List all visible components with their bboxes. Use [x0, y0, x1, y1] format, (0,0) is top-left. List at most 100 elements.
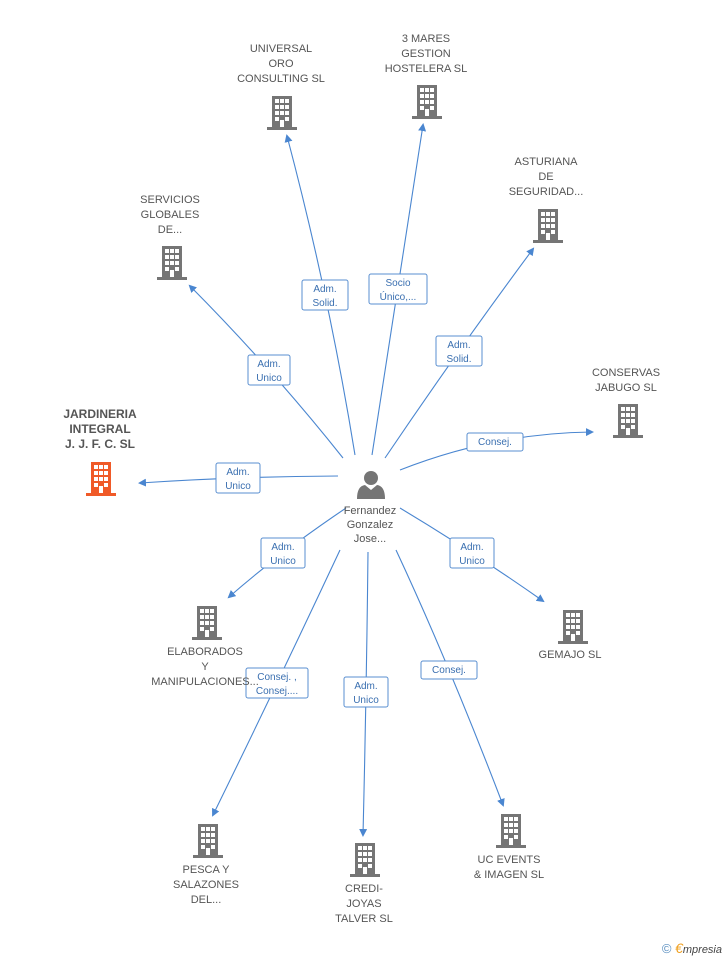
- company-label: ELABORADOS: [167, 646, 243, 658]
- company-label: CONSERVAS: [592, 367, 660, 379]
- company-label: CREDI-: [345, 883, 383, 895]
- company-node-credijoyas[interactable]: CREDI- JOYAS TALVER SL: [335, 843, 393, 925]
- company-label: Y: [201, 661, 209, 673]
- company-label: SERVICIOS: [140, 194, 200, 206]
- company-node-universal[interactable]: UNIVERSAL ORO CONSULTING SL: [237, 43, 325, 130]
- company-node-asturiana[interactable]: ASTURIANA DE SEGURIDAD...: [509, 156, 584, 243]
- edge-label-box: [466, 432, 524, 452]
- company-label: PESCA Y: [183, 864, 231, 876]
- edge-label-box: [435, 335, 483, 367]
- edge-label-text: Único,...: [380, 290, 417, 303]
- company-node-mares[interactable]: 3 MARES GESTION HOSTELERA SL: [385, 33, 468, 119]
- person-node[interactable]: FernandezGonzalezJose...: [344, 471, 397, 545]
- company-node-elaborados[interactable]: ELABORADOS Y MANIPULACIONES...: [151, 606, 259, 688]
- company-label: GESTION: [401, 48, 451, 60]
- company-node-gemajo[interactable]: GEMAJO SL: [539, 610, 602, 661]
- building-icon: [86, 462, 116, 496]
- building-icon: [193, 824, 223, 858]
- company-label: J. J. F. C. SL: [65, 437, 135, 451]
- empresia-logo[interactable]: €mpresia: [675, 940, 722, 956]
- edge-label-text: Adm.: [257, 359, 280, 370]
- company-label: GLOBALES: [141, 209, 200, 221]
- edge-label-text: Adm.: [226, 467, 249, 478]
- company-label: SEGURIDAD...: [509, 186, 584, 198]
- edge-label-elaborados[interactable]: Adm. Unico: [260, 537, 306, 569]
- edge-label-text: Unico: [459, 556, 485, 567]
- edge-label-text: Consej....: [256, 686, 298, 697]
- edge-label-text: Adm.: [313, 284, 336, 295]
- company-label: TALVER SL: [335, 913, 393, 925]
- company-label: ORO: [268, 58, 294, 70]
- company-label: SALAZONES: [173, 879, 239, 891]
- edge-label-box: [215, 462, 261, 494]
- building-icon: [267, 96, 297, 130]
- company-label: JARDINERIA: [63, 407, 137, 421]
- edge-label-credijoyas[interactable]: Adm. Unico: [343, 676, 389, 708]
- building-icon: [558, 610, 588, 644]
- company-node-pesca[interactable]: PESCA Y SALAZONES DEL...: [173, 824, 239, 906]
- company-label: ASTURIANA: [515, 156, 579, 168]
- edge-label-box: [247, 354, 291, 386]
- edge-label-pesca[interactable]: Consej. , Consej....: [245, 667, 309, 699]
- edge-label-servicios[interactable]: Adm. Unico: [247, 354, 291, 386]
- edge-label-text: Socio: [385, 278, 410, 289]
- edge-label-mares[interactable]: SocioÚnico,...: [368, 273, 428, 305]
- copyright-footer: © €mpresia: [662, 940, 722, 956]
- person-label: Fernandez: [344, 505, 397, 517]
- edge-label-text: Unico: [225, 481, 251, 492]
- edge-label-ucevents[interactable]: Consej.: [420, 660, 478, 680]
- edge-label-jardineria[interactable]: Adm. Unico: [215, 462, 261, 494]
- edge-label-universal[interactable]: Adm. Solid.: [301, 279, 349, 311]
- edge-label-text: Solid.: [446, 354, 471, 365]
- edge-label-text: Solid.: [312, 298, 337, 309]
- building-icon: [192, 606, 222, 640]
- company-label: 3 MARES: [402, 33, 450, 45]
- building-icon: [613, 404, 643, 438]
- edge-label-text: Unico: [270, 556, 296, 567]
- company-node-ucevents[interactable]: UC EVENTS & IMAGEN SL: [474, 814, 544, 881]
- person-icon: [357, 471, 385, 499]
- edge-label-text: Unico: [353, 695, 379, 706]
- person-label: Gonzalez: [347, 519, 393, 531]
- edge-label-gemajo[interactable]: Adm. Unico: [449, 537, 495, 569]
- company-label: DEL...: [191, 894, 222, 906]
- person-label: Jose...: [354, 533, 386, 545]
- edge-label-text: Adm.: [354, 681, 377, 692]
- edge-label-text: Consej. ,: [257, 672, 296, 683]
- company-label: UNIVERSAL: [250, 43, 312, 55]
- company-label: INTEGRAL: [69, 422, 130, 436]
- building-icon: [412, 85, 442, 119]
- company-label: HOSTELERA SL: [385, 63, 468, 75]
- edge-label-text: Consej.: [478, 437, 512, 448]
- edge-label-text: Unico: [256, 373, 282, 384]
- company-node-conservas[interactable]: CONSERVAS JABUGO SL: [592, 367, 660, 438]
- company-label: DE...: [158, 224, 182, 236]
- edge-label-text: Adm.: [447, 340, 470, 351]
- edge-label-box: [301, 279, 349, 311]
- edge-label-text: Adm.: [460, 542, 483, 553]
- company-label: CONSULTING SL: [237, 73, 325, 85]
- edge-label-asturiana[interactable]: Adm. Solid.: [435, 335, 483, 367]
- company-node-servicios[interactable]: SERVICIOS GLOBALES DE...: [140, 194, 200, 280]
- company-label: JABUGO SL: [595, 382, 657, 394]
- company-label: JOYAS: [346, 898, 381, 910]
- building-icon: [157, 246, 187, 280]
- company-label: GEMAJO SL: [539, 649, 602, 661]
- building-icon: [533, 209, 563, 243]
- edge-label-box: [368, 273, 428, 305]
- company-label: MANIPULACIONES...: [151, 676, 259, 688]
- building-icon: [496, 814, 526, 848]
- edge-label-conservas[interactable]: Consej.: [466, 432, 524, 452]
- company-label: & IMAGEN SL: [474, 869, 544, 881]
- building-icon: [350, 843, 380, 877]
- edge-label-box: [420, 660, 478, 680]
- edge-label-box: [245, 667, 309, 699]
- edge-label-text: Consej.: [432, 665, 466, 676]
- edge-label-box: [449, 537, 495, 569]
- company-label: DE: [538, 171, 553, 183]
- company-label: UC EVENTS: [478, 854, 541, 866]
- edge-label-text: Adm.: [271, 542, 294, 553]
- edge-label-box: [343, 676, 389, 708]
